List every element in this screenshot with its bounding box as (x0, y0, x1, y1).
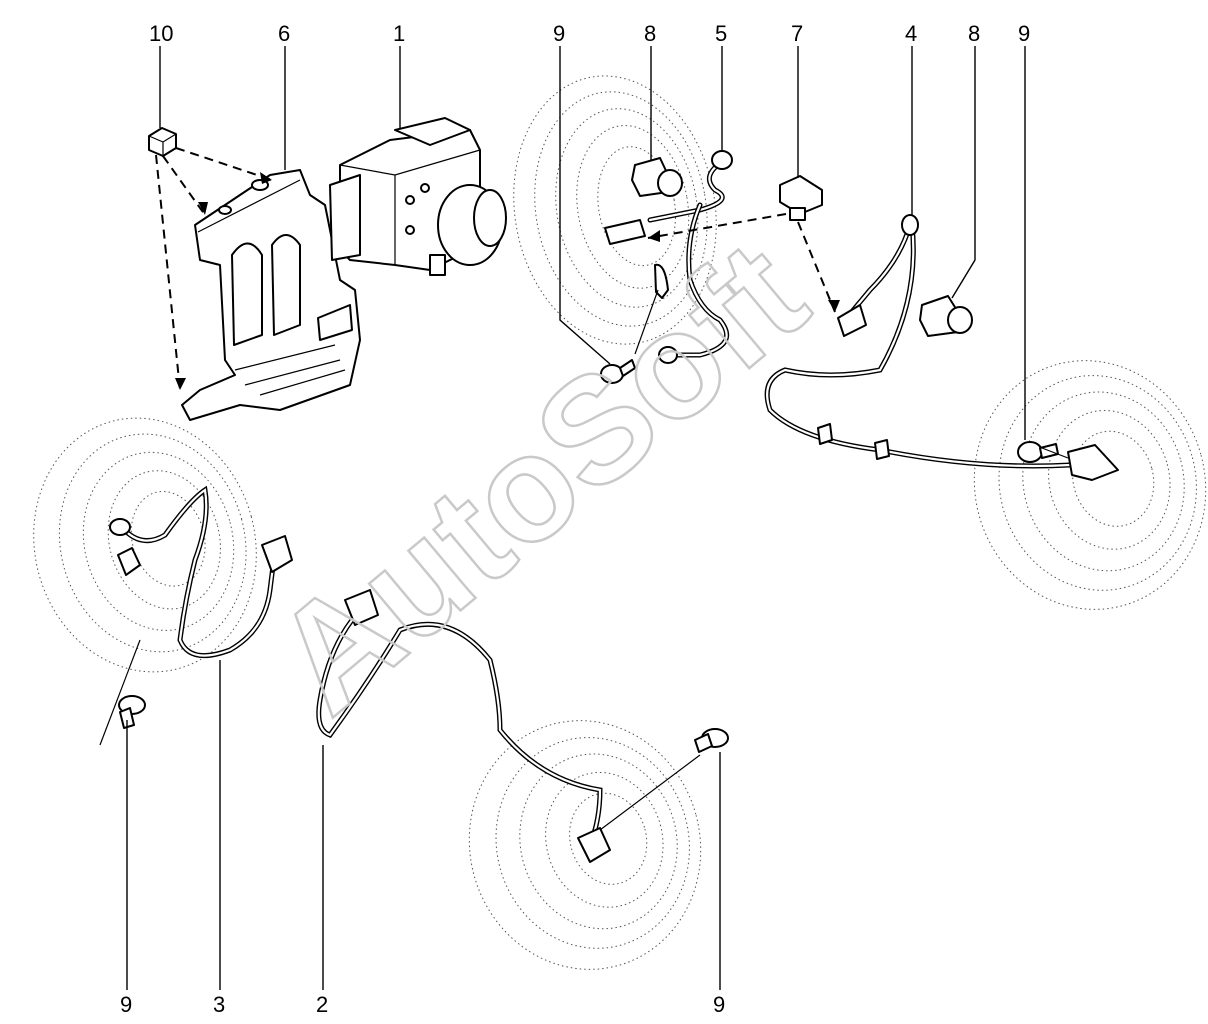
callout-6: 6 (278, 21, 290, 46)
callout-10: 10 (149, 21, 173, 46)
assembly-arrows (99, 147, 1069, 831)
callout-8: 8 (968, 21, 980, 46)
callout-8: 8 (644, 21, 656, 46)
clip-part-8b (919, 295, 973, 337)
bracket-part-6 (181, 169, 361, 421)
callout-3: 3 (213, 992, 225, 1017)
sensor-cable-part-3 (109, 485, 293, 659)
callout-9: 9 (120, 992, 132, 1017)
callout-9: 9 (1018, 21, 1030, 46)
wheel-rear-right (973, 360, 1207, 610)
sensor-cable-part-2 (316, 589, 611, 863)
callout-7: 7 (791, 21, 803, 46)
bolt-part-9d (694, 728, 729, 753)
callout-labels: 10 6 1 9 8 5 7 4 8 9 9 3 2 9 (120, 21, 1030, 1017)
callout-1: 1 (393, 21, 405, 46)
callout-9: 9 (553, 21, 565, 46)
abs-unit-part-1 (329, 117, 507, 276)
nut-part-10 (148, 127, 177, 157)
bolt-part-9a (600, 359, 636, 384)
leader-lines (126, 46, 1026, 990)
callout-2: 2 (316, 992, 328, 1017)
wheel-front-left (33, 417, 257, 673)
wheel-rear-left (468, 720, 702, 970)
callout-4: 4 (905, 21, 917, 46)
sensor-cable-part-4 (764, 214, 1119, 481)
clip-part-8a (631, 157, 683, 197)
bolt-part-9c (118, 695, 146, 729)
clip-part-7 (779, 175, 823, 221)
callout-9: 9 (713, 992, 725, 1017)
sensor-cable-part-5 (604, 150, 733, 364)
callout-5: 5 (715, 21, 727, 46)
